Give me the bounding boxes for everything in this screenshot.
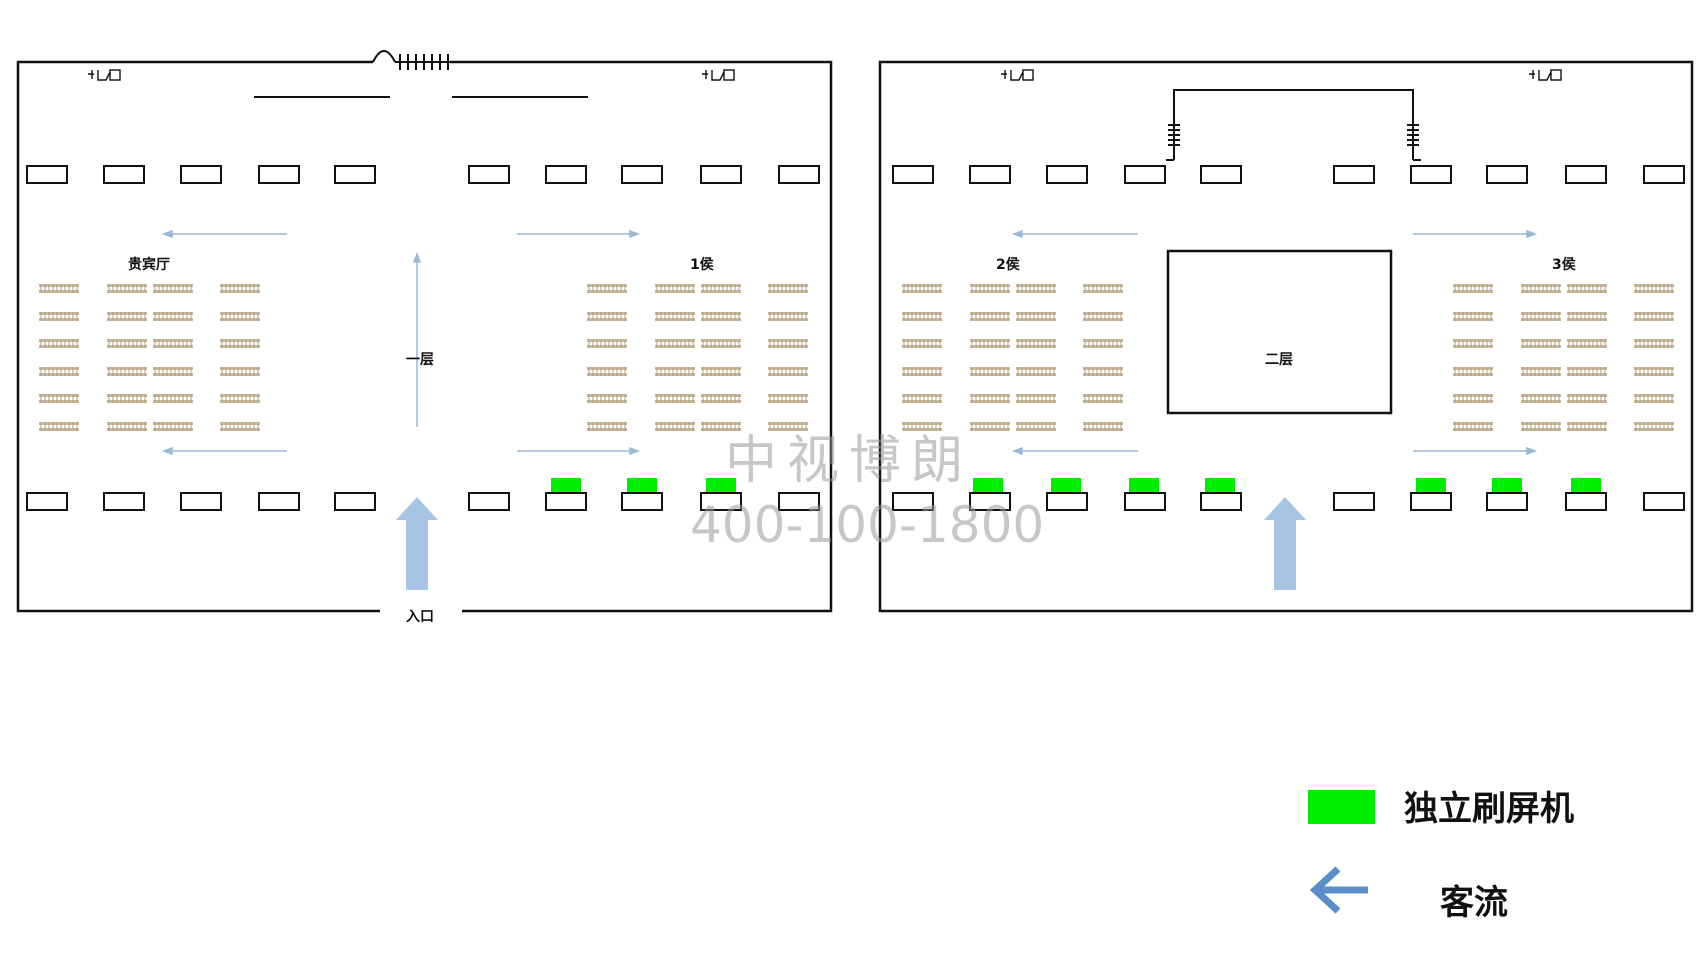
hall-label-vip: 贵宾厅 bbox=[128, 256, 170, 273]
standalone-scanner bbox=[551, 478, 581, 492]
entrance-label: 入口 bbox=[406, 609, 434, 625]
toilet-icon bbox=[1528, 69, 1562, 81]
legend-flow-label: 客流 bbox=[1440, 883, 1508, 923]
floor1-scanners bbox=[551, 478, 736, 492]
toilet-icon bbox=[701, 69, 735, 81]
watermark: 中视博朗 400-100-1800 bbox=[690, 431, 1044, 554]
standalone-scanner bbox=[1492, 478, 1522, 492]
toilet-icon bbox=[1000, 69, 1034, 81]
standalone-scanner bbox=[973, 478, 1003, 492]
watermark-phone: 400-100-1800 bbox=[690, 496, 1044, 554]
standalone-scanner bbox=[1416, 478, 1446, 492]
floor2-scanners bbox=[973, 478, 1601, 492]
standalone-scanner bbox=[1205, 478, 1235, 492]
floor2-name: 二层 bbox=[1265, 352, 1293, 368]
watermark-company: 中视博朗 bbox=[725, 431, 973, 491]
floor1-seating-gate1 bbox=[587, 284, 808, 431]
floor1-columns-top bbox=[26, 165, 820, 184]
standalone-scanner bbox=[1129, 478, 1159, 492]
hall-label-gate2: 2侯 bbox=[996, 256, 1021, 273]
legend: 独立刷屏机 客流 bbox=[1308, 789, 1574, 923]
hall-label-gate3: 3侯 bbox=[1552, 256, 1577, 273]
floor1-flow-arrows bbox=[161, 229, 641, 456]
hall-label-gate1: 1侯 bbox=[690, 256, 715, 273]
floor2-walls bbox=[878, 60, 1694, 613]
floor2-plan: 二层 2侯 3侯 bbox=[878, 60, 1694, 613]
standalone-scanner bbox=[1571, 478, 1601, 492]
floor1-top-door bbox=[372, 50, 450, 70]
floor1-seating-vip bbox=[38, 283, 261, 432]
floor1-entrance-flow-arrow bbox=[396, 497, 438, 590]
floor2-flow-arrows bbox=[1011, 229, 1538, 456]
floor2-columns-top bbox=[892, 165, 1685, 184]
standalone-scanner bbox=[1051, 478, 1081, 492]
floor1-walls bbox=[16, 60, 833, 613]
floor2-stairs bbox=[1166, 89, 1421, 161]
toilet-icon bbox=[87, 69, 121, 81]
floor2-flow-arrow bbox=[1264, 497, 1306, 590]
floor1-name: 一层 bbox=[406, 352, 434, 368]
floor2-center-block bbox=[1166, 249, 1393, 415]
floor2-seating-gate2 bbox=[902, 284, 1123, 431]
floor1-plan: 贵宾厅 1侯 一层 入口 bbox=[16, 50, 833, 625]
legend-scanner-swatch bbox=[1308, 790, 1375, 824]
floor2-seating-gate3 bbox=[1453, 284, 1674, 431]
legend-scanner-label: 独立刷屏机 bbox=[1404, 789, 1574, 829]
standalone-scanner bbox=[627, 478, 657, 492]
arrow-left-icon bbox=[1309, 866, 1368, 914]
